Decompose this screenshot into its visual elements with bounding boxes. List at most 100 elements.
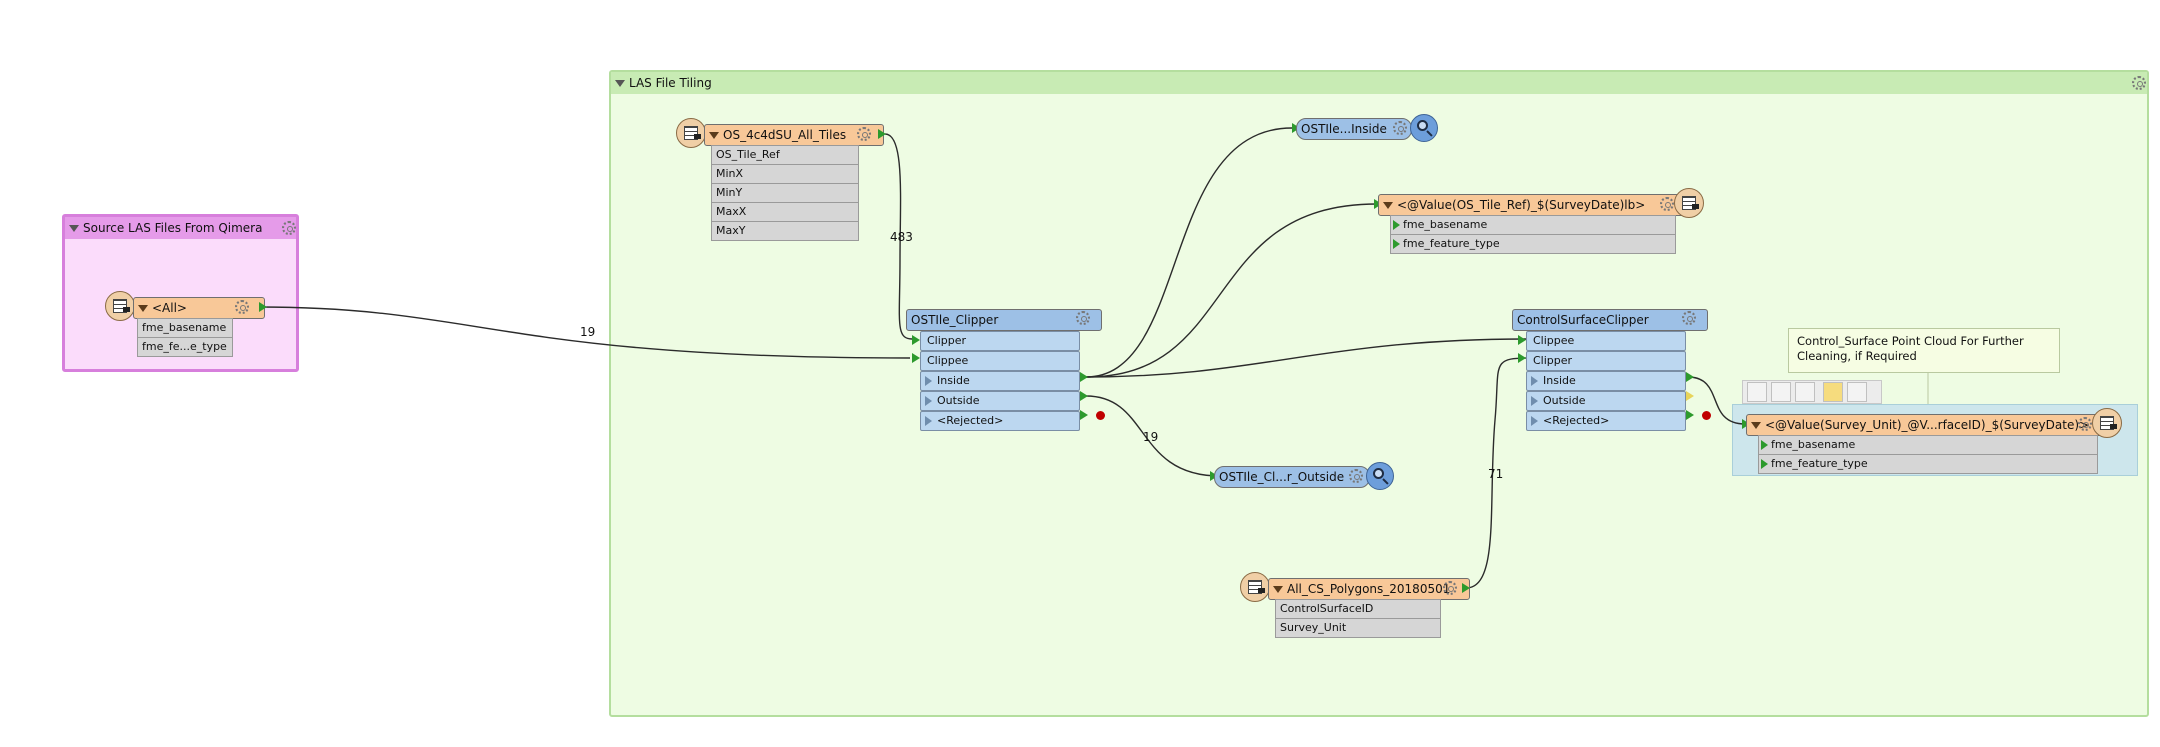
source-bookmark-title: Source LAS Files From Qimera (83, 221, 263, 235)
gear-icon[interactable] (282, 221, 296, 235)
output-port-inside[interactable]: Inside (1526, 371, 1686, 391)
link-tiles-to-clipper (884, 133, 913, 340)
writer-cs-title[interactable]: <@Value(Survey_Unit)_@V...rfaceID)_$(Sur… (1746, 414, 2104, 436)
link-count: 483 (890, 230, 913, 244)
gear-icon[interactable] (1076, 311, 1090, 325)
collapse-icon[interactable] (138, 305, 148, 312)
output-port-outside[interactable]: Outside (1526, 391, 1686, 411)
gear-icon[interactable] (1660, 197, 1674, 211)
gear-icon[interactable] (1393, 121, 1407, 135)
writer-tile-title[interactable]: <@Value(OS_Tile_Ref)_$(SurveyDate)lb> (1378, 194, 1686, 216)
transformer-title[interactable]: ControlSurfaceClipper (1512, 309, 1708, 331)
expand-icon[interactable] (1531, 396, 1538, 406)
input-port-clipper[interactable]: Clipper (920, 331, 1080, 351)
source-bookmark-header[interactable]: Source LAS Files From Qimera (65, 217, 296, 239)
annotation-pointer (1927, 372, 1929, 404)
gear-icon[interactable] (1349, 469, 1363, 483)
gear-icon[interactable] (857, 127, 871, 141)
collapse-icon[interactable] (1751, 422, 1761, 429)
reader-polygons-attrs: ControlSurfaceID Survey_Unit (1275, 599, 1441, 638)
annotation[interactable]: Control_Surface Point Cloud For Further … (1788, 328, 2060, 373)
port-label: Inside (937, 374, 970, 387)
collapse-icon[interactable] (1383, 202, 1393, 209)
attribute: MinY (711, 184, 859, 203)
reader-all-title[interactable]: <All> (133, 297, 265, 319)
collapse-icon[interactable] (69, 225, 79, 232)
output-port-rejected[interactable]: <Rejected> (1526, 411, 1686, 431)
inspector-icon (1410, 114, 1438, 142)
expand-icon[interactable] (925, 376, 932, 386)
port-label: <Rejected> (1543, 414, 1610, 427)
link-polygons-to-cs-clipper (1465, 357, 1529, 589)
ostile-clipper-ports: Clipper Clippee Inside Outside <Rejected… (920, 331, 1080, 431)
expand-icon[interactable] (925, 416, 932, 426)
collapse-icon[interactable] (709, 132, 719, 139)
input-port-arrow[interactable] (1518, 353, 1526, 363)
inspect-icon[interactable] (1847, 382, 1867, 402)
reader-all-attrs: fme_basename fme_fe...e_type (137, 318, 233, 357)
inspector-title[interactable]: OSTIle_Cl...r_Outside (1214, 466, 1370, 488)
reader-title-text: OS_4c4dSU_All_Tiles (723, 128, 847, 142)
port-label: Clipper (1533, 354, 1573, 367)
reader-tiles-title[interactable]: OS_4c4dSU_All_Tiles (704, 124, 884, 146)
expand-icon[interactable] (925, 396, 932, 406)
attribute: MinX (711, 165, 859, 184)
output-port-arrow[interactable] (1080, 372, 1088, 382)
attribute: fme_basename (1758, 435, 2098, 455)
input-port-clippee[interactable]: Clippee (920, 351, 1080, 371)
input-port-clippee[interactable]: Clippee (1526, 331, 1686, 351)
link-inside-to-cs-clippee (1085, 338, 1529, 378)
transformer-title[interactable]: OSTIle_Clipper (906, 309, 1102, 331)
inspector-title-text: OSTIle_Cl...r_Outside (1219, 470, 1345, 484)
output-port-inside[interactable]: Inside (920, 371, 1080, 391)
gear-icon[interactable] (1443, 581, 1457, 595)
reader-polygons-title[interactable]: All_CS_Polygons_20180501 (1268, 578, 1470, 600)
link-count: 71 (1488, 467, 1504, 481)
collapse-icon[interactable] (1273, 586, 1283, 593)
output-port-rejected[interactable]: <Rejected> (920, 411, 1080, 431)
collapse-icon[interactable] (615, 80, 625, 87)
expand-icon[interactable] (1531, 376, 1538, 386)
port-label: Outside (1543, 394, 1586, 407)
reader-icon (676, 118, 706, 148)
reader-icon (105, 291, 135, 321)
output-port-arrow[interactable] (1080, 410, 1088, 420)
output-port-arrow[interactable] (878, 129, 886, 139)
output-port-arrow[interactable] (259, 302, 267, 312)
tiling-bookmark-header[interactable]: LAS File Tiling (611, 72, 2147, 94)
input-port-arrow[interactable] (1518, 335, 1526, 345)
transformer-ostile-clipper[interactable]: OSTIle_Clipper Clipper Clippee Inside Ou… (906, 309, 1105, 431)
gear-icon[interactable] (1682, 311, 1696, 325)
open-table-icon[interactable] (1747, 382, 1767, 402)
attribute: fme_feature_type (1390, 235, 1676, 254)
input-port-arrow[interactable] (912, 335, 920, 345)
link-inside-to-inspector (1085, 127, 1293, 378)
output-port-arrow[interactable] (1080, 391, 1088, 401)
attribute: fme_fe...e_type (137, 338, 233, 357)
input-port-arrow[interactable] (912, 353, 920, 363)
link-count: 19 (580, 325, 596, 339)
writer-icon (2092, 408, 2122, 438)
transformer-cs-clipper[interactable]: ControlSurfaceClipper Clippee Clipper In… (1512, 309, 1711, 431)
attribute: MaxY (711, 222, 859, 241)
inspector-title[interactable]: OSTIle...Inside (1296, 118, 1412, 140)
open-folder-icon[interactable] (1823, 382, 1843, 402)
writer-tile-attrs: fme_basename fme_feature_type (1390, 215, 1676, 254)
expand-icon[interactable] (1531, 416, 1538, 426)
output-port-arrow[interactable] (1686, 410, 1694, 420)
output-port-arrow[interactable] (1686, 372, 1694, 382)
gear-icon[interactable] (2132, 76, 2146, 90)
gear-icon[interactable] (2078, 417, 2092, 431)
rejected-dot (1096, 411, 1105, 420)
attribute: Survey_Unit (1275, 619, 1441, 638)
output-port-arrow-unconnected[interactable] (1686, 391, 1694, 401)
gear-icon[interactable] (235, 300, 249, 314)
writer-title-text: <@Value(OS_Tile_Ref)_$(SurveyDate)lb> (1397, 198, 1646, 212)
output-port-outside[interactable]: Outside (920, 391, 1080, 411)
port-label: Clipper (927, 334, 967, 347)
output-port-arrow[interactable] (1462, 583, 1470, 593)
input-port-clipper[interactable]: Clipper (1526, 351, 1686, 371)
add-writer-icon[interactable] (1795, 382, 1815, 402)
add-reader-icon[interactable] (1771, 382, 1791, 402)
reader-title-text: All_CS_Polygons_20180501 (1287, 582, 1451, 596)
